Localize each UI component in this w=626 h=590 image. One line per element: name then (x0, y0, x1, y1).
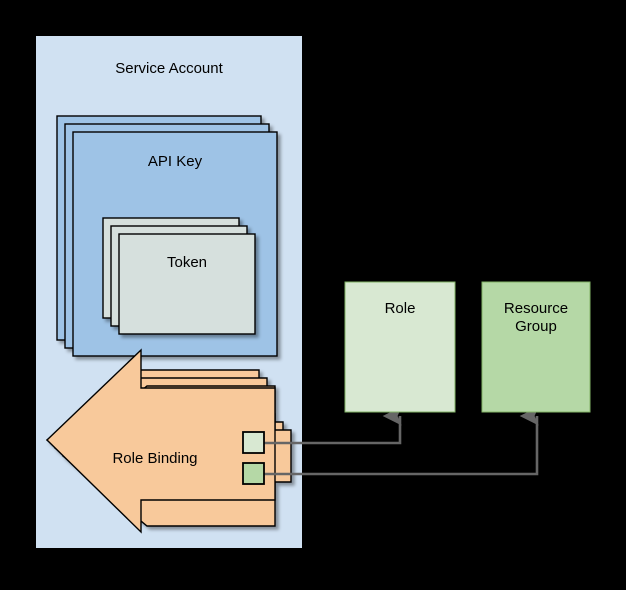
node-resource-group[interactable] (481, 281, 591, 413)
port-role[interactable] (242, 431, 265, 454)
node-token[interactable] (102, 217, 256, 335)
edge-rolebinding-to-role (264, 406, 402, 445)
token-card-front (118, 233, 256, 335)
role-binding-body[interactable] (45, 348, 276, 534)
node-role[interactable] (344, 281, 456, 413)
edge-rolebinding-to-resource-group (264, 406, 539, 476)
port-resource-group[interactable] (242, 462, 265, 485)
